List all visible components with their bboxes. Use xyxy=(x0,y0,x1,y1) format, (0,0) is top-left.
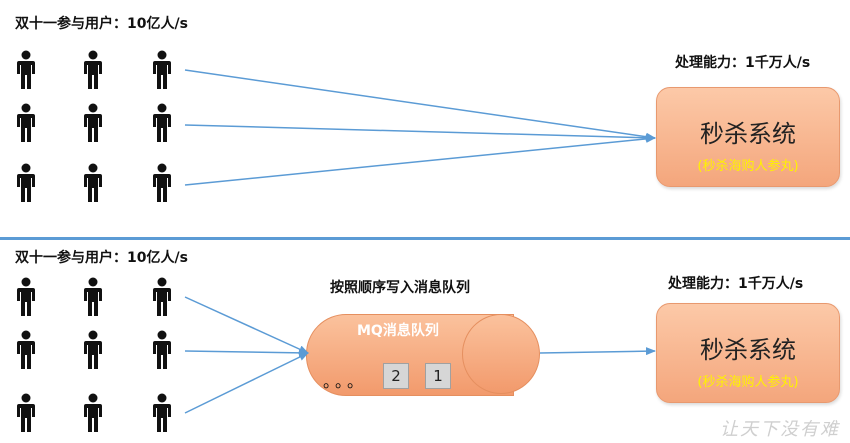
bottom-system-subtitle: (秒杀海购人参丸) xyxy=(697,375,799,390)
bottom-arrow-3 xyxy=(184,352,309,414)
user-icon xyxy=(151,277,173,317)
top-seckill-system: 秒杀系统 (秒杀海购人参丸) xyxy=(656,87,840,187)
queue-message-1: 1 xyxy=(425,363,451,389)
user-icon xyxy=(15,50,37,90)
bottom-capacity-label: 处理能力：1千万人/s xyxy=(668,276,804,292)
user-icon xyxy=(151,393,173,433)
user-icon xyxy=(82,330,104,370)
bottom-users-label: 双十一参与用户：10亿人/s xyxy=(15,250,188,266)
user-icon xyxy=(151,50,173,90)
user-icon xyxy=(82,277,104,317)
top-system-subtitle: (秒杀海购人参丸) xyxy=(697,159,799,174)
message-queue-label: MQ消息队列 xyxy=(357,323,439,339)
watermark: 让天下没有难 xyxy=(720,419,840,440)
bottom-arrow-1 xyxy=(184,296,309,354)
user-icon xyxy=(15,330,37,370)
bottom-arrow-2 xyxy=(184,348,309,357)
user-icon xyxy=(82,103,104,143)
user-icon xyxy=(151,163,173,203)
top-system-title: 秒杀系统 xyxy=(700,120,796,148)
bottom-seckill-system: 秒杀系统 (秒杀海购人参丸) xyxy=(656,303,840,403)
section-divider xyxy=(0,237,850,240)
top-capacity-label: 处理能力：1千万人/s xyxy=(675,55,811,71)
message-queue-cap xyxy=(462,314,540,394)
user-icon xyxy=(82,163,104,203)
top-arrow-1 xyxy=(184,69,656,141)
user-icon xyxy=(151,103,173,143)
top-users-label: 双十一参与用户：10亿人/s xyxy=(15,16,188,32)
top-arrow-2 xyxy=(184,124,656,142)
queue-caption: 按照顺序写入消息队列 xyxy=(330,280,470,296)
top-arrow-3 xyxy=(184,134,656,186)
user-icon xyxy=(15,277,37,317)
bottom-system-title: 秒杀系统 xyxy=(700,336,796,364)
user-icon xyxy=(15,163,37,203)
user-icon xyxy=(15,103,37,143)
queue-message-2: 2 xyxy=(383,363,409,389)
user-icon xyxy=(151,330,173,370)
user-icon xyxy=(82,50,104,90)
user-icon xyxy=(82,393,104,433)
user-icon xyxy=(15,393,37,433)
queue-to-system-arrow xyxy=(539,347,656,356)
queue-ellipsis: 。。。 xyxy=(323,372,368,391)
